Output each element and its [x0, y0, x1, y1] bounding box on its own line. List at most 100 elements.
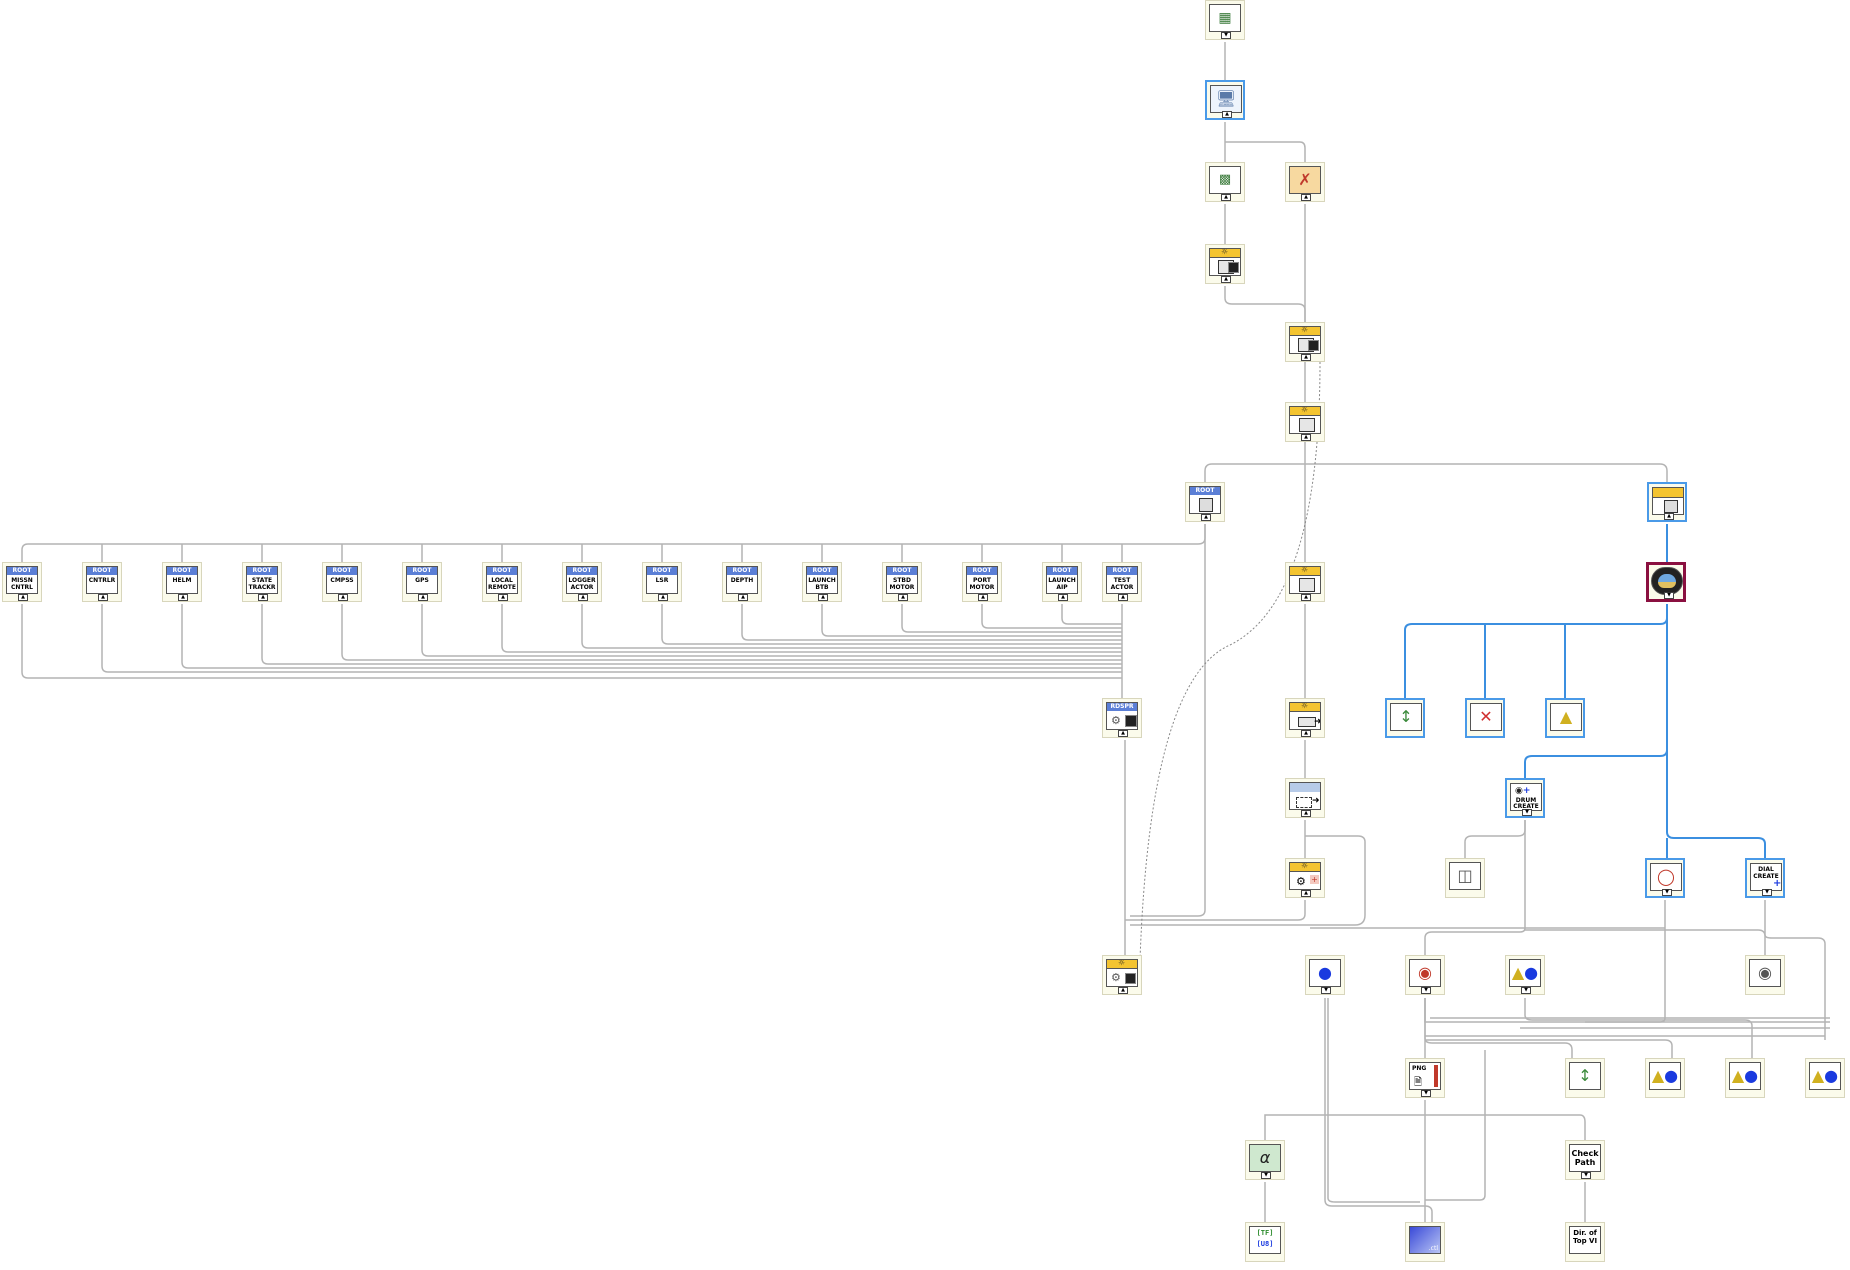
connector-up-icon: ▲ [1201, 514, 1211, 521]
dispatcher-node[interactable]: RDSPR ⚙ ▲ [1102, 698, 1142, 738]
connector-down-icon: ▼ [1261, 1172, 1271, 1179]
drum-create-node[interactable]: ◉+DRUM CREATE ▼ [1505, 778, 1545, 818]
connector-up-icon: ▲ [1301, 810, 1311, 817]
scene-light-node-1[interactable]: ▲ [1545, 698, 1585, 738]
scene-object-node-2[interactable]: ↕ [1565, 1058, 1605, 1098]
dotted-static-link [1139, 361, 1321, 961]
ui-class-node[interactable]: ▲ [1647, 482, 1687, 522]
scene-light-node-2[interactable]: ▲● ▼ [1505, 955, 1545, 995]
message-icon: ➜ [1289, 702, 1321, 730]
wire [1424, 998, 1573, 1060]
connector-up-icon: ▲ [1664, 513, 1674, 520]
target-computer-node[interactable]: 🖥 ▲ [1205, 80, 1245, 120]
wire [501, 604, 1122, 653]
scene-object-node-1[interactable]: ↕ [1385, 698, 1425, 738]
png-label: PNG [1412, 1065, 1427, 1072]
connector-down-icon: ▼ [1581, 1172, 1591, 1179]
send-message-node[interactable]: ➜ ▲ [1285, 778, 1325, 818]
actor-class-icon [1289, 406, 1321, 434]
scene-light-node-3[interactable]: ▲● [1645, 1058, 1685, 1098]
check-path-node[interactable]: Check Path ▼ [1565, 1140, 1605, 1180]
wire [1324, 998, 1433, 1238]
png-writer-node[interactable]: PNG🗎 ▼ [1405, 1058, 1445, 1098]
root-label: ROOT [1107, 567, 1137, 575]
type-cast-node[interactable]: [TF][U8] [1245, 1222, 1285, 1262]
connector-up-icon: ▲ [418, 594, 428, 601]
check-path-icon: Check Path [1569, 1144, 1601, 1172]
class-node-1[interactable]: ▲ [1205, 244, 1245, 284]
ring-create-node[interactable]: ◯ ▼ [1645, 858, 1685, 898]
dial-create-node[interactable]: DIAL CREATE+ ▼ [1745, 858, 1785, 898]
root-label: ROOT [87, 567, 117, 575]
root-label: ROOT [1047, 567, 1077, 575]
wire [1764, 900, 1826, 1040]
ctl-label: .ctl [1428, 1245, 1438, 1252]
scene-geometry-node[interactable]: ✕ [1465, 698, 1505, 738]
launch-actor-node[interactable]: ⚙ ▲ [1102, 955, 1142, 995]
actor-class-icon [1289, 566, 1321, 594]
actor-core-node[interactable]: ▲ [1285, 562, 1325, 602]
scene-light-node-4[interactable]: ▲● [1725, 1058, 1765, 1098]
camera-icon: ◉ [1749, 959, 1781, 987]
connector-up-icon: ▲ [1118, 987, 1128, 994]
sphere-node[interactable]: ● ▼ [1305, 955, 1345, 995]
formula-icon: α [1249, 1144, 1281, 1172]
main-vi-node[interactable]: ▩ ▲ [1205, 162, 1245, 202]
class-node-2[interactable]: ▲ [1285, 322, 1325, 362]
wire [1061, 604, 1122, 625]
attitude-indicator-node[interactable]: ▼ [1646, 562, 1686, 602]
connector-up-icon: ▲ [738, 594, 748, 601]
dir-of-top-vi-node[interactable]: Dir. of Top VI [1565, 1222, 1605, 1262]
camera-node[interactable]: ◉ [1745, 955, 1785, 995]
connector-down-icon: ▼ [1762, 889, 1772, 896]
root-label: ROOT [887, 567, 917, 575]
connector-up-icon: ▲ [18, 594, 28, 601]
root-parent-node[interactable]: ROOT ▲ [1185, 482, 1225, 522]
actor-label: LAUNCH BTB [808, 577, 836, 591]
computer-icon: 🖥 [1210, 85, 1242, 113]
project-node[interactable]: ▦ ▼ [1205, 0, 1245, 40]
actor-label: CNTRLR [88, 577, 116, 584]
actor-base-node[interactable]: ▲ [1285, 402, 1325, 442]
stop-actor-node[interactable]: ✗ ▲ [1285, 162, 1325, 202]
ring-create-icon: ◯ [1650, 863, 1682, 891]
connector-down-icon: ▼ [1221, 32, 1231, 39]
ctl-file-node[interactable]: .ctl [1405, 1222, 1445, 1262]
scene-light-node-5[interactable]: ▲● [1805, 1058, 1845, 1098]
render-window-node[interactable]: ◉ ▼ [1405, 955, 1445, 995]
wire [1327, 998, 1420, 1203]
grey-wires [21, 42, 1830, 1238]
connector-up-icon: ▲ [258, 594, 268, 601]
wire [1425, 1114, 1586, 1140]
stop-msg-node[interactable]: ⚙+ ▲ [1285, 858, 1325, 898]
wire [1525, 929, 1766, 955]
light-sphere-icon: ▲● [1509, 959, 1541, 987]
wire [1130, 524, 1206, 917]
wire [1224, 286, 1306, 322]
message-node[interactable]: ➜ ▲ [1285, 698, 1325, 738]
cylinder-node[interactable]: ◫ [1445, 858, 1485, 898]
formula-node[interactable]: α ▼ [1245, 1140, 1285, 1180]
launch-vi-icon: ▩ [1209, 166, 1241, 194]
stop-msg-icon: ⚙+ [1289, 862, 1321, 890]
